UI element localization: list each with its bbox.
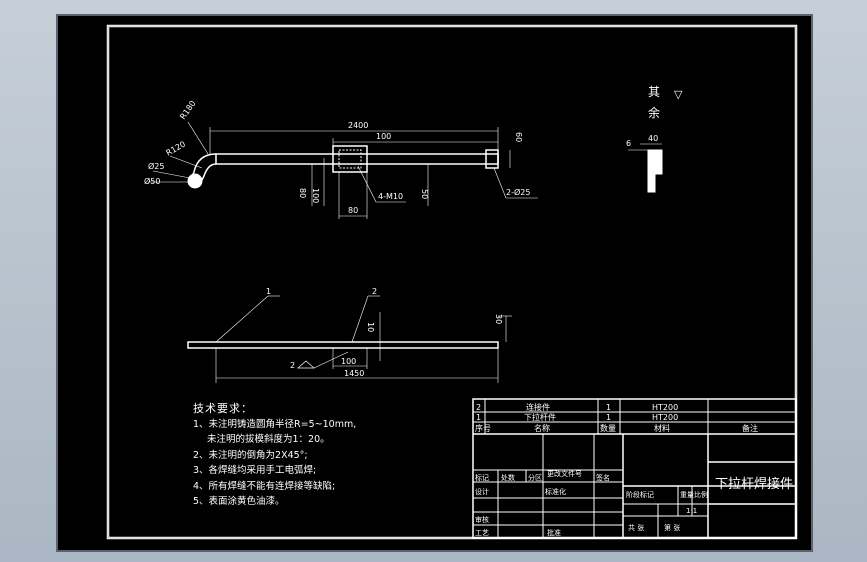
drawing-sheet: 2400 100 60 R180 R120 Ø25 Ø50 4-M10 80 1… bbox=[56, 14, 813, 552]
tb-ratio: 比例 bbox=[694, 490, 708, 499]
title-block-grid bbox=[472, 398, 797, 539]
label-60: 60 bbox=[514, 132, 523, 142]
leader-part-2 bbox=[351, 295, 369, 343]
tube-bend-outer bbox=[189, 153, 217, 182]
header-qty: 数量 bbox=[600, 423, 616, 433]
detail-bar-left bbox=[647, 149, 656, 193]
label-1450: 1450 bbox=[344, 369, 364, 378]
tb-weight: 重量 bbox=[680, 491, 694, 499]
finish-char-2: 余 bbox=[648, 105, 660, 120]
leader-part-1 bbox=[215, 295, 269, 343]
label-6: 6 bbox=[626, 139, 631, 148]
technical-requirements: 技术要求： 1、未注明铸造圆角半径R=5~10mm, 未注明的拔模斜度为1：20… bbox=[193, 401, 356, 510]
tb-signature: 签名 bbox=[596, 473, 610, 482]
tb-review: 审核 bbox=[475, 515, 489, 524]
header-name: 名称 bbox=[534, 423, 550, 433]
parts-list-text: 2 连接件 1 HT200 1 下拉杆件 1 HT200 序号 名称 数量 材料… bbox=[475, 402, 758, 433]
tb-stage-mark: 阶段标记 bbox=[626, 490, 654, 499]
label-80-bottom: 80 bbox=[348, 206, 358, 215]
mount-plate bbox=[332, 145, 368, 173]
side-tube bbox=[187, 341, 499, 349]
requirement-line-3: 2、未注明的倒角为2X45°; bbox=[193, 449, 308, 461]
mount-plate-inner bbox=[338, 149, 362, 169]
cad-drawing: 2400 100 60 R180 R120 Ø25 Ø50 4-M10 80 1… bbox=[106, 24, 798, 540]
inner-frame-shadow bbox=[107, 25, 797, 539]
detail-bar-right bbox=[654, 149, 663, 175]
label-r180: R180 bbox=[178, 99, 197, 121]
part-title: 下拉杆焊接件 bbox=[715, 476, 793, 492]
tube-bend-inner bbox=[199, 163, 217, 185]
header-material: 材料 bbox=[654, 423, 670, 433]
finish-char-1: 其 bbox=[648, 85, 660, 99]
label-dia25: Ø25 bbox=[148, 161, 164, 171]
label-10: 10 bbox=[366, 322, 375, 332]
leader-m10 bbox=[357, 165, 377, 203]
label-dia50: Ø50 bbox=[144, 176, 160, 186]
top-view-labels: 2400 100 60 R180 R120 Ø25 Ø50 4-M10 80 1… bbox=[144, 99, 530, 215]
part-row-1-qty: 1 bbox=[606, 403, 611, 412]
requirement-line-5: 4、所有焊缝不能有连焊接等缺陷; bbox=[193, 480, 336, 492]
label-plate-100: 100 bbox=[376, 132, 391, 141]
tube-end-ball bbox=[187, 173, 203, 189]
title-block-text: 标记 处数 分区 更改文件号 签名 设计 标准化 审核 工艺 批准 阶段标记 重… bbox=[475, 469, 793, 537]
tb-count: 处数 bbox=[501, 473, 515, 482]
requirements-title: 技术要求： bbox=[193, 402, 253, 415]
label-40: 40 bbox=[648, 134, 658, 143]
tb-design: 设计 bbox=[475, 487, 489, 496]
part-row-2-qty: 1 bbox=[606, 413, 611, 422]
tb-craft: 工艺 bbox=[475, 529, 489, 537]
tb-zone: 分区 bbox=[528, 473, 542, 482]
label-part-1: 1 bbox=[266, 287, 271, 296]
label-side-100: 100 bbox=[341, 357, 356, 366]
part-row-1-name: 连接件 bbox=[526, 402, 550, 412]
label-80-left: 80 bbox=[298, 188, 307, 198]
part-row-2-no: 1 bbox=[476, 413, 481, 422]
requirement-line-1: 1、未注明铸造圆角半径R=5~10mm, bbox=[193, 418, 357, 430]
leader-r180 bbox=[187, 121, 209, 155]
roughness-symbol: ▽ bbox=[674, 88, 683, 101]
tube-end-cap bbox=[485, 149, 499, 169]
requirement-line-4: 3、各焊缝均采用手工电弧焊; bbox=[193, 465, 317, 476]
label-100-left: 100 bbox=[311, 188, 320, 203]
requirement-line-2: 未注明的拔模斜度为1：20。 bbox=[207, 434, 330, 445]
leader-weld bbox=[313, 351, 349, 369]
leader-r120 bbox=[169, 155, 203, 169]
tb-sheet-no: 第 张 bbox=[664, 523, 680, 532]
requirement-line-6: 5、表面涂黄色油漆。 bbox=[193, 496, 285, 507]
part-row-1-material: HT200 bbox=[652, 403, 678, 412]
label-50: 50 bbox=[420, 189, 429, 199]
side-view-labels: 1 2 10 30 100 1450 2 bbox=[266, 287, 503, 378]
label-part-2: 2 bbox=[372, 287, 377, 296]
label-30: 30 bbox=[494, 314, 503, 324]
label-4m10: 4-M10 bbox=[378, 192, 403, 201]
tb-approve: 批准 bbox=[547, 528, 561, 537]
tb-sheets-total: 共 张 bbox=[628, 523, 644, 532]
part-row-1-no: 2 bbox=[476, 403, 481, 412]
top-view bbox=[148, 121, 538, 219]
surface-finish: 其 余 ▽ bbox=[648, 85, 683, 120]
detail-view bbox=[628, 143, 663, 193]
label-r120: R120 bbox=[165, 140, 188, 158]
label-weld: 2 bbox=[290, 361, 295, 370]
tb-mark: 标记 bbox=[475, 473, 489, 482]
tb-standardize: 标准化 bbox=[545, 487, 566, 496]
header-note: 备注 bbox=[742, 423, 758, 433]
tube-straight bbox=[215, 153, 499, 165]
weld-symbol bbox=[297, 360, 315, 369]
label-2400: 2400 bbox=[348, 121, 368, 130]
title-block-outer bbox=[472, 398, 797, 539]
tb-scale-value: 1:1 bbox=[686, 507, 697, 515]
tb-change-doc: 更改文件号 bbox=[547, 469, 582, 478]
leader-tube-dia bbox=[493, 167, 507, 199]
label-2-dia25: 2-Ø25 bbox=[506, 187, 530, 197]
leader-dia25 bbox=[152, 170, 191, 179]
header-no: 序号 bbox=[475, 423, 491, 433]
part-row-2-name: 下拉杆件 bbox=[524, 412, 556, 422]
part-row-2-material: HT200 bbox=[652, 413, 678, 422]
side-view bbox=[187, 295, 512, 383]
